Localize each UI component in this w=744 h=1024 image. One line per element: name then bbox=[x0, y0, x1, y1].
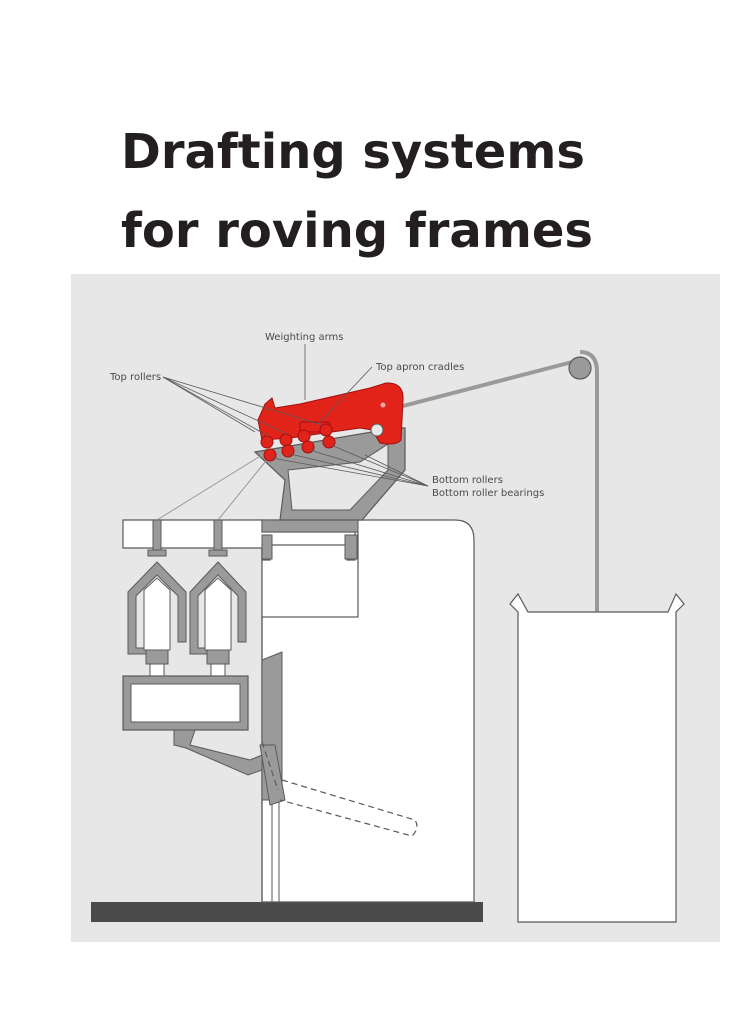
title-line-2: for roving frames bbox=[121, 203, 593, 259]
flyer-left bbox=[127, 519, 187, 677]
label-top-rollers: Top rollers bbox=[109, 372, 161, 383]
leader-lines bbox=[162, 344, 429, 487]
title-line-1: Drafting systems bbox=[121, 124, 585, 180]
label-bottom-roller-bearings: Bottom roller bearings bbox=[432, 488, 544, 499]
page-title: Drafting systems for roving frames bbox=[121, 128, 681, 286]
rail-lifting-arm bbox=[173, 729, 263, 776]
body-inner-block bbox=[261, 531, 359, 618]
flyer-right bbox=[189, 519, 247, 677]
guide-pulley bbox=[568, 356, 592, 380]
base-plate bbox=[91, 902, 483, 922]
sliver-can bbox=[509, 592, 685, 923]
weighting-arm bbox=[257, 382, 404, 445]
label-bottom-rollers: Bottom rollers bbox=[432, 475, 503, 486]
label-top-apron-cradles: Top apron cradles bbox=[375, 362, 464, 373]
top-rollers bbox=[260, 423, 333, 449]
label-weighting-arms: Weighting arms bbox=[265, 332, 344, 343]
